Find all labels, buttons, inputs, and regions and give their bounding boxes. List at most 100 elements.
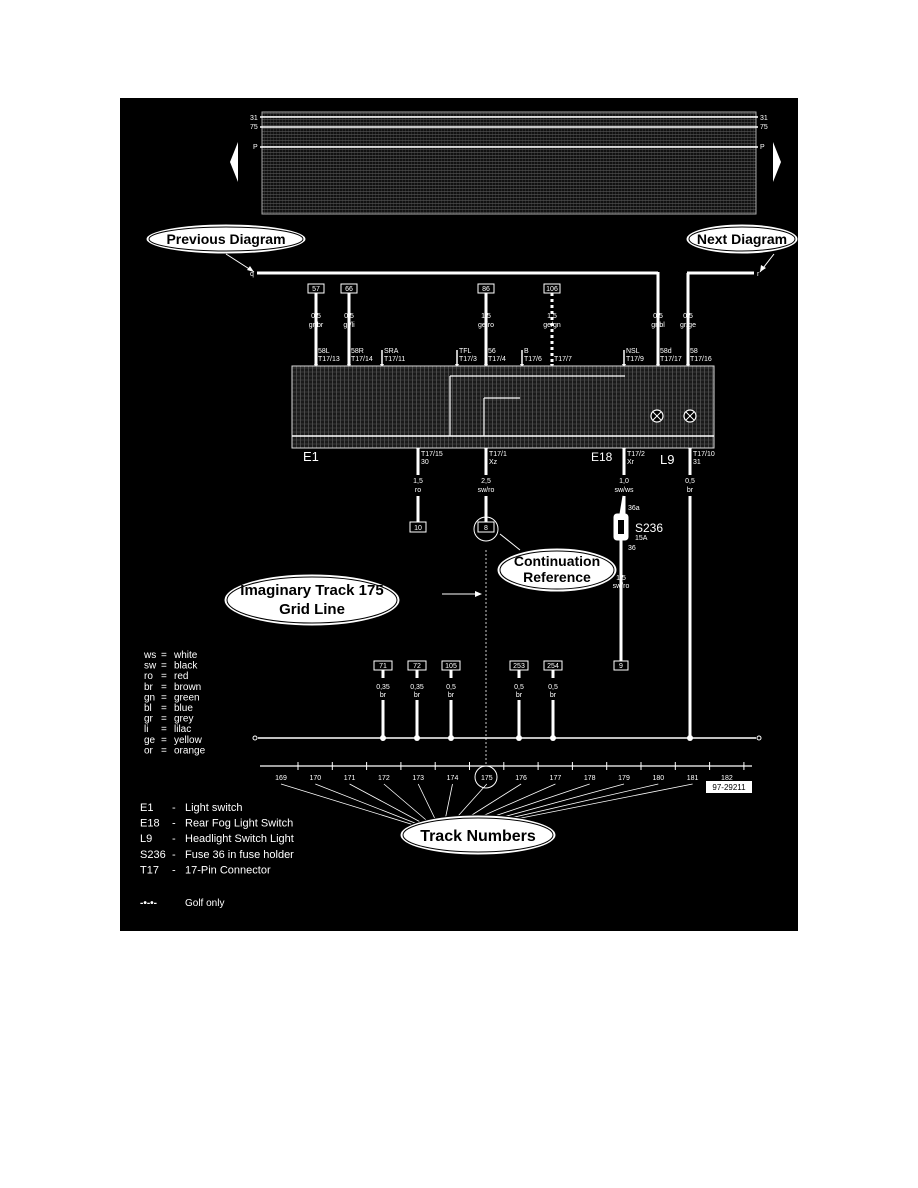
wiring-diagram: 31 75 P 31 75 P Previous Diagram Next Di… xyxy=(120,98,798,931)
continuation-text-2: Reference xyxy=(523,569,591,585)
wire-size: 0,5 xyxy=(446,684,456,691)
track-numbers-text: Track Numbers xyxy=(420,828,536,845)
color-name: green xyxy=(174,692,200,703)
wire-function: TFL xyxy=(459,348,472,355)
wire-color: gr/br xyxy=(309,322,324,329)
wire-ref-box xyxy=(409,521,427,533)
wire-function: 56 xyxy=(488,348,496,355)
component-dash: - xyxy=(172,849,176,861)
wiring-diagram-svg: 31 75 P 31 75 P Previous Diagram Next Di… xyxy=(140,111,798,909)
wire-size: 1,5 xyxy=(413,478,423,485)
wire-size: 0,5 xyxy=(683,313,693,320)
fuse-wire-ref: 9 xyxy=(619,663,623,670)
fuse-input-label: 36a xyxy=(628,505,640,512)
terminal-31-left: 31 xyxy=(250,115,258,122)
track-numbers-callout: Track Numbers xyxy=(280,783,693,856)
terminal-p-left: P xyxy=(253,144,258,151)
connector-pin: T17/1 xyxy=(489,451,507,458)
color-code: bl xyxy=(144,703,152,714)
color-name: lilac xyxy=(174,724,191,735)
color-equals: = xyxy=(161,703,167,714)
wire-ref: 57 xyxy=(312,286,320,293)
color-equals: = xyxy=(161,650,167,661)
wire-function: 58 xyxy=(690,348,698,355)
wire-color: br xyxy=(380,692,387,699)
wire-ref: 105 xyxy=(445,663,457,670)
component-desc: Rear Fog Light Switch xyxy=(185,818,293,830)
color-name: blue xyxy=(174,703,193,714)
track-175-highlight xyxy=(474,765,498,789)
connector-pin: T17/3 xyxy=(459,356,477,363)
track-number: 179 xyxy=(618,775,630,782)
wire-size: 0,35 xyxy=(410,684,424,691)
wire-ref: 66 xyxy=(345,286,353,293)
color-equals: = xyxy=(161,735,167,746)
top-wires: 570,5gr/br58LT17/13660,5gr/li58RT17/14SR… xyxy=(307,283,712,436)
fuse-rating: 15A xyxy=(635,535,648,542)
track-number: 170 xyxy=(309,775,321,782)
wire-function: B xyxy=(524,348,529,355)
color-equals: = xyxy=(161,682,167,693)
component-dash: - xyxy=(172,864,176,876)
component-code: T17 xyxy=(140,864,159,876)
wire-size: 1,5 xyxy=(547,313,557,320)
component-desc: Fuse 36 in fuse holder xyxy=(185,849,294,861)
wire-size: 0,35 xyxy=(376,684,390,691)
wire-size: 0,5 xyxy=(685,478,695,485)
wire-color: br xyxy=(516,692,523,699)
connector-pin: T17/6 xyxy=(524,356,542,363)
fuse-s236: 36a S236 15A 36 1,5 sw/ro 9 xyxy=(613,505,663,671)
golf-note: -•-•- Golf only xyxy=(140,898,224,909)
next-diagram-text: Next Diagram xyxy=(697,231,787,247)
color-code: li xyxy=(144,724,148,735)
fuse-output-label: 36 xyxy=(628,545,636,552)
connector-pin: T17/16 xyxy=(690,356,712,363)
wire-color: sw/ws xyxy=(614,487,634,494)
component-code: E1 xyxy=(140,802,153,814)
terminal-75-left: 75 xyxy=(250,124,258,131)
color-code: or xyxy=(144,745,154,756)
header-terminal-strip: 31 75 P 31 75 P xyxy=(230,111,781,215)
track-number: 176 xyxy=(515,775,527,782)
wire-ref: 71 xyxy=(379,663,387,670)
color-legend-item: ge=yellow xyxy=(144,735,203,746)
connector-pin: T17/13 xyxy=(318,356,340,363)
wire-color: ge/gn xyxy=(543,322,561,329)
color-code: sw xyxy=(144,661,157,672)
component-code: L9 xyxy=(140,833,152,845)
track-number: 177 xyxy=(550,775,562,782)
color-name: white xyxy=(173,650,198,661)
color-name: grey xyxy=(174,714,193,725)
connector-pin: T17/10 xyxy=(693,451,715,458)
component-legend-item: T17-17-Pin Connector xyxy=(140,864,271,876)
wire-function: 58d xyxy=(660,348,672,355)
imaginary-track-callout: Imaginary Track 175 Grid Line xyxy=(223,573,482,627)
connector-pin: T17/2 xyxy=(627,451,645,458)
color-code: ro xyxy=(144,671,153,682)
wire-size: 1,5 xyxy=(481,313,491,320)
color-legend-item: gn=green xyxy=(144,692,200,703)
wire-size: 0,5 xyxy=(344,313,354,320)
wire-color: sw/ro xyxy=(478,487,495,494)
diagram-id-box xyxy=(706,781,752,793)
wire-size: 1,0 xyxy=(619,478,629,485)
fuse-s236-label: S236 xyxy=(635,521,663,535)
component-legend-item: S236-Fuse 36 in fuse holder xyxy=(140,849,294,861)
previous-page-arrow-icon[interactable] xyxy=(230,142,238,182)
wire-size: 0,5 xyxy=(311,313,321,320)
golf-note-symbol: -•-•- xyxy=(140,898,157,909)
wire-function: Xz xyxy=(489,459,498,466)
track-number: 172 xyxy=(378,775,390,782)
next-page-arrow-icon[interactable] xyxy=(773,142,781,182)
track-number: 169 xyxy=(275,775,287,782)
track-callout-text-1: Imaginary Track 175 xyxy=(240,582,383,599)
